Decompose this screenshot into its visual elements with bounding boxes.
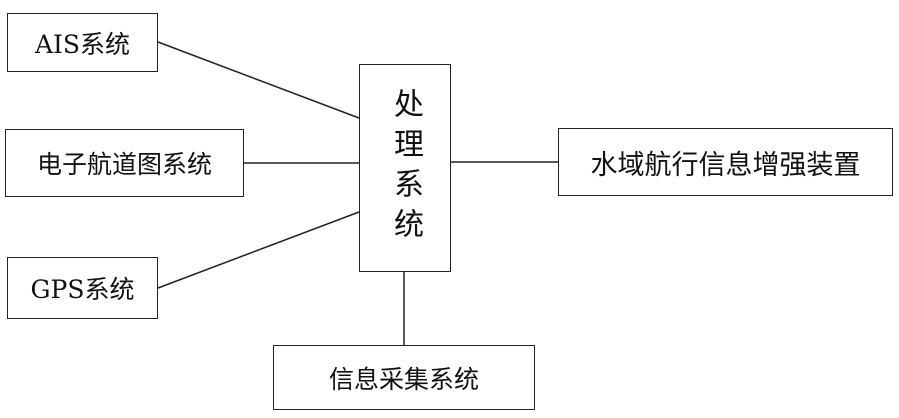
- node-enhancement-label: 水域航行信息增强装置: [591, 143, 861, 182]
- node-ais-label: AIS系统: [35, 25, 130, 61]
- node-electronic-chart-system: 电子航道图系统: [5, 129, 244, 197]
- node-electronic-chart-label: 电子航道图系统: [37, 145, 212, 181]
- node-gps-label: GPS系统: [31, 270, 135, 306]
- edge-ais-processing: [158, 42, 359, 118]
- node-processing-label: 处理系统: [383, 88, 427, 248]
- node-ais-system: AIS系统: [7, 13, 158, 72]
- node-navigation-enhancement-device: 水域航行信息增强装置: [558, 128, 893, 196]
- node-gps-system: GPS系统: [7, 257, 158, 319]
- node-info-collection-system: 信息采集系统: [273, 345, 535, 410]
- node-info-collection-label: 信息采集系统: [329, 360, 479, 396]
- node-processing-system: 处理系统: [359, 64, 451, 272]
- edge-gps-processing: [158, 212, 359, 288]
